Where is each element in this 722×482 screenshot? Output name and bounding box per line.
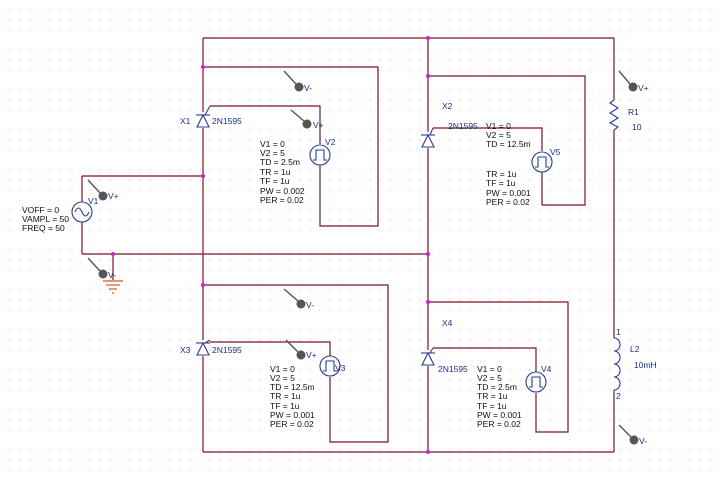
voltage-probe-ground-minus[interactable]: V- xyxy=(87,257,116,280)
voltage-probe-v1-plus[interactable]: V+ xyxy=(87,179,119,201)
pulse-v3-param: TR = 1u xyxy=(270,391,301,401)
ground-symbol[interactable] xyxy=(103,280,123,294)
pulse-source-v3[interactable]: V3 V1 = 0 V2 = 5 TD = 12.5m TR = 1u TF =… xyxy=(270,355,346,429)
thyristor-x1-ref: X1 xyxy=(180,116,191,126)
thyristor-x3-model: 2N1595 xyxy=(212,345,242,355)
voltage-probe-v3-plus[interactable]: V+ xyxy=(285,339,317,360)
pulse-v2-param: TF = 1u xyxy=(260,176,290,186)
resistor-r1-value: 10 xyxy=(632,122,642,132)
pulse-source-v2[interactable]: V2 V1 = 0 V2 = 5 TD = 2.5m TR = 1u TF = … xyxy=(260,137,336,205)
probe-label: V- xyxy=(304,83,312,93)
sine-source-v1[interactable]: V1 VOFF = 0 VAMPL = 50 FREQ = 50 xyxy=(22,196,99,233)
voltage-probe-v2-plus[interactable]: V+ xyxy=(290,109,324,130)
pulse-v5-ref: V5 xyxy=(550,147,561,157)
probe-label: V+ xyxy=(108,191,119,201)
resistor-r1[interactable]: R1 10 xyxy=(608,99,642,132)
pulse-v3-param: TF = 1u xyxy=(270,401,300,411)
inductor-pin2: 2 xyxy=(616,391,621,401)
pulse-v4-param: V2 = 5 xyxy=(477,373,502,383)
thyristor-x1[interactable]: X1 2N1595 xyxy=(180,105,242,128)
pulse-v2-param: PER = 0.02 xyxy=(260,195,304,205)
pulse-v3-param: PW = 0.001 xyxy=(270,410,315,420)
pulse-v3-param: TD = 12.5m xyxy=(270,382,315,392)
inductor-pin1: 1 xyxy=(616,327,621,337)
pulse-v5-param: V2 = 5 xyxy=(486,130,511,140)
probe-label: V+ xyxy=(313,120,324,130)
resistor-r1-ref: R1 xyxy=(628,107,639,117)
pulse-v3-param: V2 = 5 xyxy=(270,373,295,383)
source-v1-param: FREQ = 50 xyxy=(22,223,65,233)
pulse-v5-param: PER = 0.02 xyxy=(486,197,530,207)
thyristor-x2[interactable]: X2 2N1595 xyxy=(421,101,478,148)
pulse-v3-param: V1 = 0 xyxy=(270,364,295,374)
pulse-v2-param: PW = 0.002 xyxy=(260,186,305,196)
thyristor-x1-model: 2N1595 xyxy=(212,116,242,126)
pulse-v5-param: PW = 0.001 xyxy=(486,188,531,198)
inductor-l2[interactable]: 1 2 L2 10mH xyxy=(613,327,657,401)
source-v1-param: VOFF = 0 xyxy=(22,205,59,215)
voltage-probe-x3-minus[interactable]: V- xyxy=(283,288,314,310)
pulse-v4-param: PW = 0.001 xyxy=(477,410,522,420)
inductor-l2-ref: L2 xyxy=(630,344,640,354)
pulse-v4-ref: V4 xyxy=(541,364,552,374)
pulse-v3-ref: V3 xyxy=(335,363,346,373)
source-v1-param: VAMPL = 50 xyxy=(22,214,69,224)
probe-label: V+ xyxy=(638,83,649,93)
pulse-v5-param: TF = 1u xyxy=(486,178,516,188)
thyristor-x2-ref: X2 xyxy=(442,101,453,111)
voltage-probe-l2-minus[interactable]: V- xyxy=(618,424,647,446)
thyristor-x4-ref: X4 xyxy=(442,318,453,328)
voltage-probe-r1-plus[interactable]: V+ xyxy=(618,70,649,93)
thyristor-x3-ref: X3 xyxy=(180,345,191,355)
pulse-v3-param: PER = 0.02 xyxy=(270,419,314,429)
source-v1-ref: V1 xyxy=(88,196,99,206)
probe-label: V+ xyxy=(306,350,317,360)
probe-label: V- xyxy=(108,270,116,280)
thyristor-x4[interactable]: X4 2N1595 xyxy=(421,318,468,374)
voltage-probe-x1-minus[interactable]: V- xyxy=(283,70,312,93)
pulse-v2-param: TR = 1u xyxy=(260,167,291,177)
thyristor-x3[interactable]: X3 2N1595 xyxy=(180,339,242,356)
pulse-v2-param: V1 = 0 xyxy=(260,139,285,149)
wires xyxy=(81,37,615,453)
pulse-v5-param: V1 = 0 xyxy=(486,121,511,131)
thyristor-x2-model: 2N1595 xyxy=(448,121,478,131)
thyristor-x4-model: 2N1595 xyxy=(438,364,468,374)
pulse-v4-param: TD = 2.5m xyxy=(477,382,517,392)
probe-label: V- xyxy=(639,436,647,446)
pulse-v2-ref: V2 xyxy=(325,137,336,147)
probe-label: V- xyxy=(306,300,314,310)
pulse-v4-param: V1 = 0 xyxy=(477,364,502,374)
pulse-v4-param: PER = 0.02 xyxy=(477,419,521,429)
pulse-v2-param: V2 = 5 xyxy=(260,148,285,158)
inductor-l2-value: 10mH xyxy=(634,360,657,370)
pulse-v5-param: TD = 12.5m xyxy=(486,139,531,149)
pulse-v4-param: TR = 1u xyxy=(477,391,508,401)
pulse-source-v4[interactable]: V4 V1 = 0 V2 = 5 TD = 2.5m TR = 1u TF = … xyxy=(477,364,552,429)
pulse-v5-param: TR = 1u xyxy=(486,169,517,179)
pulse-v4-param: TF = 1u xyxy=(477,401,507,411)
node-dots xyxy=(111,36,430,454)
pulse-v2-param: TD = 2.5m xyxy=(260,157,300,167)
pulse-source-v5[interactable]: V5 V1 = 0 V2 = 5 TD = 12.5m TR = 1u TF =… xyxy=(486,121,561,207)
